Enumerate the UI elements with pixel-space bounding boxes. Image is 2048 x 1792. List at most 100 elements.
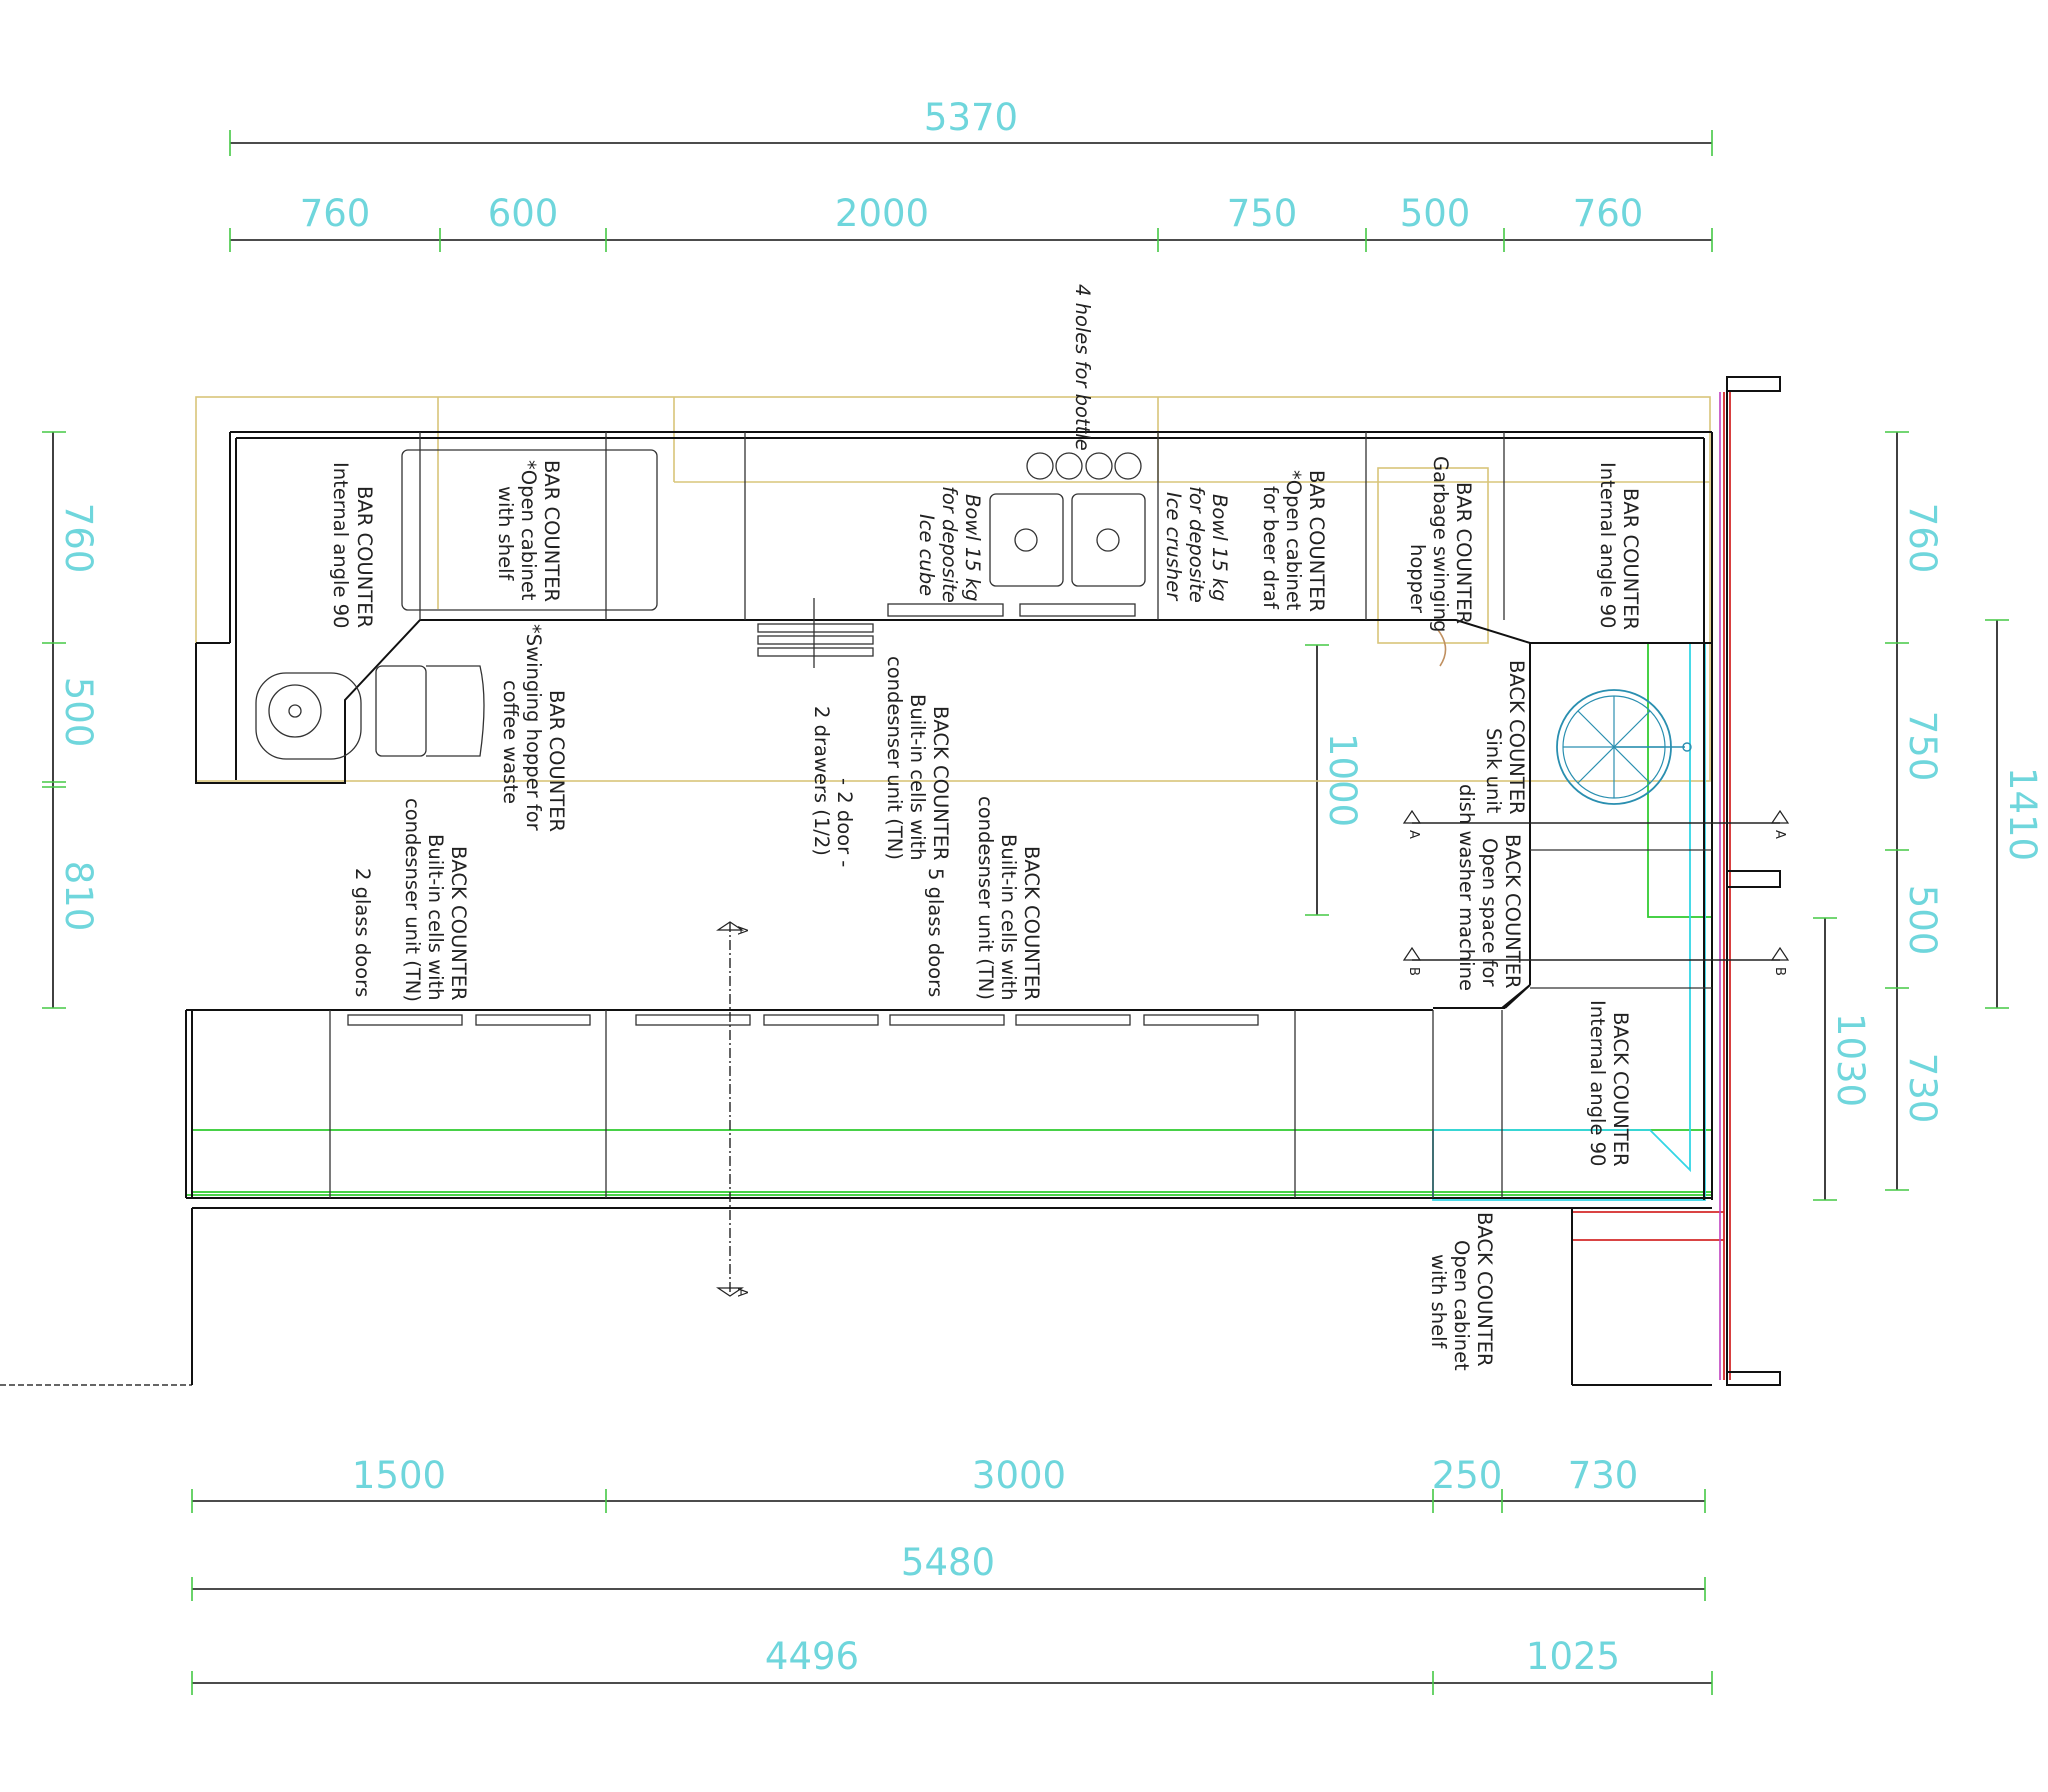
label-line: Built-in cells with [906,694,929,861]
label-line: 2 glass doors [351,868,374,997]
label-line: BACK COUNTER [1020,846,1043,1001]
label-line: 4 holes for bottle [1071,284,1094,451]
dim-top-seg-1: 760 [300,192,371,235]
label-line: *Swinging hopper for [522,624,545,832]
dim-top-seg-4: 750 [1227,192,1298,235]
dim-bottom-split-1: 4496 [765,1635,859,1678]
dim-left-seg-2: 500 [57,677,100,748]
dim-right-total: 1410 [2001,767,2044,861]
label-line: BACK COUNTER [929,706,952,861]
label-back-2glass: BACK COUNTER Built-in cells with condesn… [351,798,470,1002]
label-line: BACK COUNTER [1473,1212,1496,1367]
label-back-open-shelf: BACK COUNTER Open cabinet with shelf [1427,1212,1496,1371]
label-line: BAR COUNTER [545,690,568,832]
label-back-5glass: BACK COUNTER Built-in cells with condesn… [924,796,1043,1001]
dim-right-seg-3: 500 [1901,885,1944,956]
label-bar-garbage: BAR COUNTER Garbage swinging hopper [1406,456,1475,632]
label-line: BACK COUNTER [1505,660,1528,815]
label-line: Ice cube [915,514,938,596]
label-line: for deposite [938,486,961,603]
label-back-corner: BACK COUNTER Internal angle 90 [1586,1000,1632,1167]
label-line: coffee waste [499,680,522,804]
dim-bottom-seg-2: 3000 [972,1454,1066,1497]
dim-top-seg-2: 600 [488,192,559,235]
bottom-dimensions: 1500 3000 250 730 5480 4496 1025 [191,1454,1713,1695]
label-line: with shelf [494,486,517,582]
label-line: 5 glass doors [924,868,947,997]
dim-top-seg-3: 2000 [835,192,929,235]
label-line: BAR COUNTER [1305,470,1328,612]
yellow-outline [195,396,1711,782]
label-line: condesnser unit (TN) [974,796,997,1000]
label-line: - 2 door - [833,778,856,867]
label-line: BACK COUNTER [447,846,470,1001]
dim-right-seg-4: 730 [1901,1053,1944,1124]
dim-right-seg-1: 760 [1901,503,1944,574]
label-line: condesnser unit (TN) [401,798,424,1002]
section-a-label-left: A [1406,830,1421,839]
section-cut-a-vertical: A A [716,921,749,1297]
label-bowl-ice-cube: Bowl 15 kg for deposite Ice cube [915,486,984,603]
back-counter-right [1504,643,1712,1009]
label-line: Built-in cells with [424,834,447,1001]
dim-top-total: 5370 [924,96,1018,139]
dim-left-seg-3: 810 [57,861,100,932]
label-line: Built-in cells with [997,834,1020,1001]
section-a-label-bottom: A [734,1288,749,1297]
section-cut-a-horizontal: A A [1402,809,1790,839]
label-back-drawers: BACK COUNTER Built-in cells with condesn… [810,656,952,867]
label-bottle-holes: 4 holes for bottle [1071,284,1094,451]
label-bar-beer: BAR COUNTER *Open cabinet for beer draf [1259,470,1328,612]
section-cut-b: B B [1402,946,1790,976]
label-bar-open-shelf: BAR COUNTER *Open cabinet with shelf [494,460,563,602]
dim-right-inner: 1030 [1829,1013,1872,1107]
section-a-label-right: A [1772,830,1787,839]
label-line: BAR COUNTER [540,460,563,602]
left-dimensions: 760 500 810 [42,431,100,1009]
label-line: Internal angle 90 [1586,1000,1609,1166]
dim-center-depth: 1000 [1321,733,1364,827]
label-line: Open cabinet [1450,1240,1473,1371]
label-back-dishwasher: BACK COUNTER Open space for dish washer … [1455,784,1524,991]
label-line: for deposite [1185,486,1208,603]
label-line: BAR COUNTER [1619,488,1642,630]
dim-right-seg-2: 750 [1901,711,1944,782]
dim-top-seg-6: 760 [1573,192,1644,235]
label-line: for beer draf [1259,486,1282,610]
label-line: Garbage swinging [1429,456,1452,632]
label-line: Internal angle 90 [1596,462,1619,628]
dim-bottom-seg-4: 730 [1568,1454,1639,1497]
label-line: *Open cabinet [517,460,540,601]
label-line: Ice crusher [1162,492,1185,602]
label-line: Bowl 15 kg [961,494,984,602]
label-line: BAR COUNTER [353,486,376,628]
label-line: BACK COUNTER [1501,834,1524,989]
label-line: *Open cabinet [1282,470,1305,611]
back-counter-lower [185,984,1712,1386]
label-line: 2 drawers (1/2) [810,706,833,856]
label-back-sink: BACK COUNTER Sink unit [1482,660,1528,815]
label-line: Open space for [1478,838,1501,987]
dim-top-seg-5: 500 [1400,192,1471,235]
section-b-label-left: B [1406,967,1421,976]
dim-bottom-seg-1: 1500 [352,1454,446,1497]
label-line: BACK COUNTER [1609,1012,1632,1167]
label-bar-corner-right: BAR COUNTER Internal angle 90 [1596,462,1642,630]
label-line: Sink unit [1482,728,1505,814]
dim-left-seg-1: 760 [57,503,100,574]
right-dimensions: 760 750 500 730 1410 1030 1000 [1305,431,2044,1201]
label-bar-coffee: BAR COUNTER *Swinging hopper for coffee … [499,624,568,832]
dim-bottom-seg-3: 250 [1432,1454,1503,1497]
dim-bottom-split-2: 1025 [1526,1635,1620,1678]
label-bowl-ice-crusher: Bowl 15 kg for deposite Ice crusher [1162,486,1231,603]
label-line: BAR COUNTER [1452,482,1475,624]
label-line: dish washer machine [1455,784,1478,991]
label-line: hopper [1406,544,1429,614]
label-line: Internal angle 90 [329,462,352,628]
top-dimensions: 5370 760 600 2000 750 500 760 [229,96,1713,252]
section-a-label-top: A [734,926,749,935]
red-outline [1571,392,1731,1380]
dim-bottom-total: 5480 [901,1541,995,1584]
label-line: condesnser unit (TN) [883,656,906,860]
